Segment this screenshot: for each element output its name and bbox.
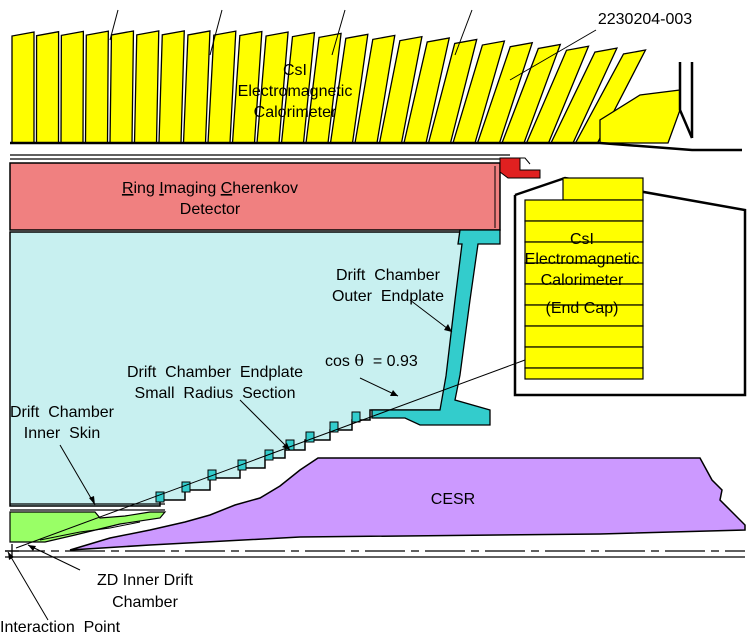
barrel-crystal bbox=[182, 30, 211, 144]
endplate-step-block bbox=[305, 431, 315, 443]
cos-theta-value: = 0.93 bbox=[373, 353, 418, 370]
rich-part-4: C bbox=[221, 180, 233, 197]
csi-barrel-line-2: Electromagnetic bbox=[238, 83, 353, 100]
endplate-step-block bbox=[155, 491, 165, 503]
rich-line-2: Detector bbox=[180, 201, 241, 218]
barrel-crystal bbox=[60, 30, 85, 144]
barrel-crystal bbox=[158, 30, 185, 144]
cos-theta-text: cos θ = 0.93 bbox=[325, 351, 418, 370]
cesr-label: CESR bbox=[431, 491, 475, 508]
cos-theta-prefix: cos bbox=[325, 353, 350, 370]
csi-barrel-crystals bbox=[11, 30, 681, 144]
barrel-crystal bbox=[133, 30, 160, 144]
csi-barrel-line-1: CsI bbox=[283, 62, 307, 79]
small-radius-label: Drift Chamber Endplate Small Radius Sect… bbox=[127, 364, 303, 402]
cos-theta-label: cos θ = 0.93 bbox=[325, 351, 418, 370]
cos-theta-line bbox=[15, 359, 526, 549]
outer-endplate-line-2: Outer Endplate bbox=[332, 288, 444, 305]
interaction-point-label: Interaction Point bbox=[0, 619, 121, 636]
outer-endplate-label: Drift Chamber Outer Endplate bbox=[332, 267, 444, 305]
endplate-step-block bbox=[181, 481, 191, 493]
endplate-step-block bbox=[329, 421, 339, 433]
inner-skin-label: Drift Chamber Inner Skin bbox=[10, 404, 115, 442]
outer-endplate-line-1: Drift Chamber bbox=[336, 267, 441, 284]
inner-skin-line-2: Inner Skin bbox=[24, 425, 100, 442]
csi-endcap-line-3: Calorimeter bbox=[541, 272, 624, 289]
zd-label: ZD Inner Drift Chamber bbox=[97, 572, 194, 611]
endcap-crystal-row bbox=[524, 367, 644, 380]
rich-part-3: maging bbox=[164, 180, 221, 197]
csi-endcap-line-4: (End Cap) bbox=[546, 300, 619, 317]
csi-endcap-label: CsI Electromagnetic Calorimeter (End Cap… bbox=[525, 231, 640, 317]
endcap-crystal-row bbox=[524, 346, 644, 369]
endcap-frame bbox=[513, 176, 747, 397]
zd-line-2: Chamber bbox=[112, 594, 178, 611]
endplate-step-block bbox=[351, 411, 361, 423]
csi-endcap-line-1: CsI bbox=[570, 231, 594, 248]
support-lines bbox=[10, 154, 510, 160]
cesr-region bbox=[69, 457, 746, 551]
endcap-crystal-row bbox=[524, 199, 644, 222]
barrel-crystal bbox=[11, 31, 35, 144]
csi-endcap-crystals bbox=[524, 177, 644, 380]
barrel-crystal bbox=[35, 30, 60, 144]
rich-label: Ring Imaging Cherenkov Detector bbox=[122, 180, 298, 218]
barrel-frame bbox=[10, 62, 742, 152]
rich-line-1: Ring Imaging Cherenkov bbox=[122, 180, 298, 197]
inner-skin bbox=[10, 503, 165, 511]
outer-endplate bbox=[371, 229, 501, 426]
csi-barrel-label: CsI Electromagnetic Calorimeter bbox=[238, 62, 353, 121]
zd-line-1: ZD Inner Drift bbox=[97, 572, 194, 589]
drawing-id-label: 2230204-003 bbox=[598, 11, 692, 28]
barrel-crystal bbox=[109, 30, 135, 144]
endplate-step-block bbox=[207, 469, 217, 481]
endcap-crystal-row bbox=[524, 325, 644, 348]
arrow-heads bbox=[8, 324, 452, 560]
beam-axis bbox=[5, 550, 745, 558]
small-radius-line-1: Drift Chamber Endplate bbox=[127, 364, 303, 381]
csi-endcap-line-2: Electromagnetic bbox=[525, 251, 640, 268]
rich-part-1: ing bbox=[134, 180, 160, 197]
endcap-crystal-row bbox=[562, 177, 644, 201]
cos-theta-symbol: θ bbox=[354, 351, 364, 370]
csi-barrel-line-3: Calorimeter bbox=[254, 104, 337, 121]
rich-part-5: herenkov bbox=[232, 180, 298, 197]
inner-skin-line-1: Drift Chamber bbox=[10, 404, 115, 421]
rich-part-2: I bbox=[159, 180, 163, 197]
barrel-crystal bbox=[84, 30, 109, 144]
rich-part-0: R bbox=[122, 180, 134, 197]
small-radius-line-2: Small Radius Section bbox=[135, 385, 296, 402]
